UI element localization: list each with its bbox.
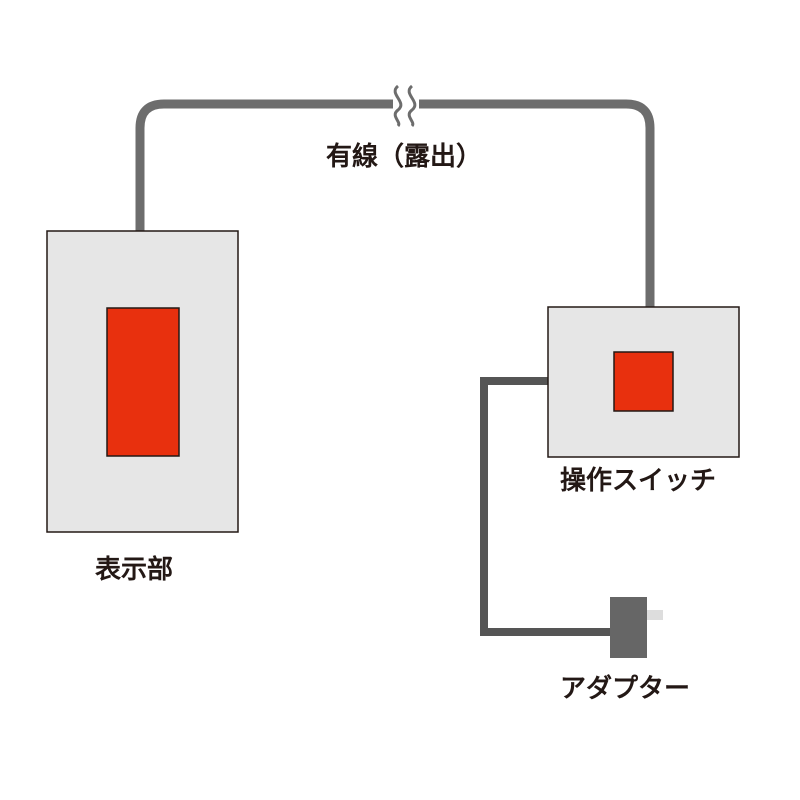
switch-unit-label: 操作スイッチ	[560, 466, 717, 496]
wire-label: 有線（露出）	[326, 142, 483, 172]
display-unit-indicator	[106, 307, 180, 457]
switch-button	[613, 351, 674, 412]
display-unit-label: 表示部	[95, 555, 174, 585]
adapter-label: アダプター	[560, 674, 691, 704]
wire-break-icon	[393, 84, 419, 128]
adapter-wire	[480, 377, 612, 636]
adapter-pin	[646, 610, 663, 620]
adapter-body-icon	[610, 597, 647, 658]
